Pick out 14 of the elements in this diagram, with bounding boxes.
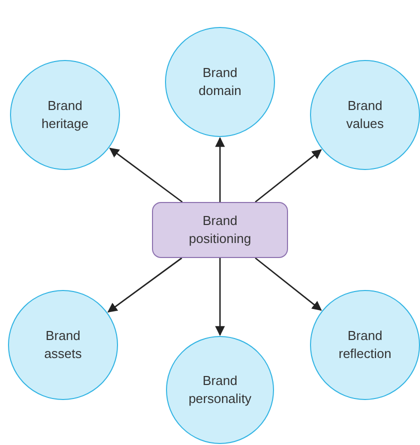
node-label: Brand heritage [40, 97, 90, 133]
arrow [109, 148, 183, 203]
node-label: Brand domain [198, 64, 242, 100]
node-label: Brand values [345, 97, 385, 133]
center-box [152, 202, 288, 258]
node-label: Brand personality [188, 372, 252, 408]
arrow [254, 257, 322, 311]
node-label: Brand assets [43, 327, 83, 363]
arrow [107, 257, 182, 312]
arrow [215, 258, 225, 336]
node-label: Brand reflection [338, 327, 392, 363]
arrow [215, 137, 225, 202]
arrow [254, 149, 322, 203]
node-label: Brand positioning [188, 212, 252, 248]
